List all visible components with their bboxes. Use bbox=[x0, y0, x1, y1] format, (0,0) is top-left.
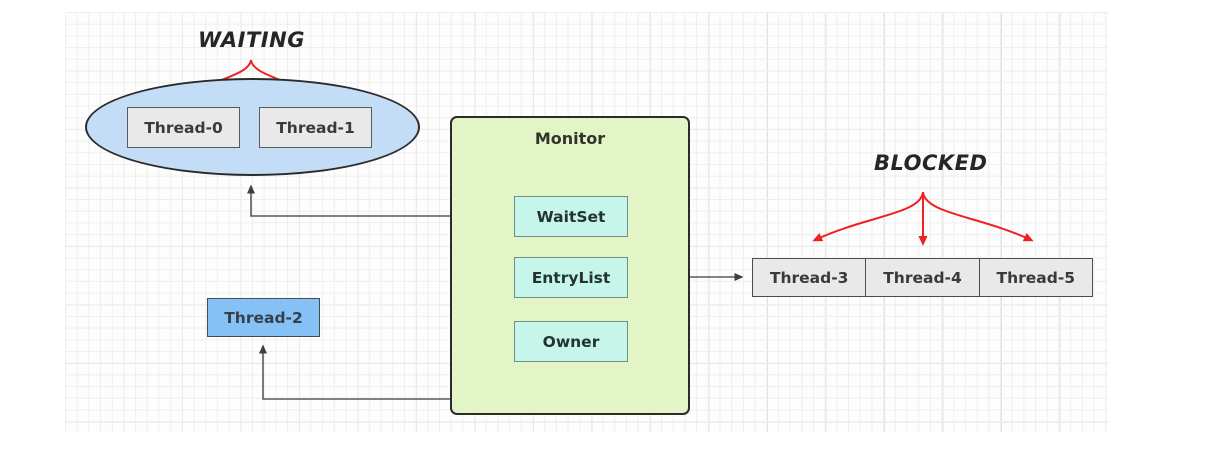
thread-box-thread-4[interactable]: Thread-4 bbox=[866, 259, 980, 296]
monitor-title: Monitor bbox=[534, 129, 606, 148]
thread-box-thread-2[interactable]: Thread-2 bbox=[207, 298, 320, 337]
thread-box-thread-0[interactable]: Thread-0 bbox=[127, 107, 240, 148]
monitor-owner-box[interactable]: Owner bbox=[514, 321, 628, 362]
thread-box-thread-1[interactable]: Thread-1 bbox=[259, 107, 372, 148]
monitor-waitset-box[interactable]: WaitSet bbox=[514, 196, 628, 237]
blocked-entry-queue: Thread-3 Thread-4 Thread-5 bbox=[752, 258, 1093, 297]
thread-box-thread-5[interactable]: Thread-5 bbox=[996, 268, 1076, 287]
thread-box-thread-3[interactable]: Thread-3 bbox=[753, 259, 867, 296]
blocked-state-label: BLOCKED bbox=[874, 151, 988, 175]
monitor-entrylist-box[interactable]: EntryList bbox=[514, 257, 628, 298]
waiting-state-label: WAITING bbox=[198, 28, 305, 52]
